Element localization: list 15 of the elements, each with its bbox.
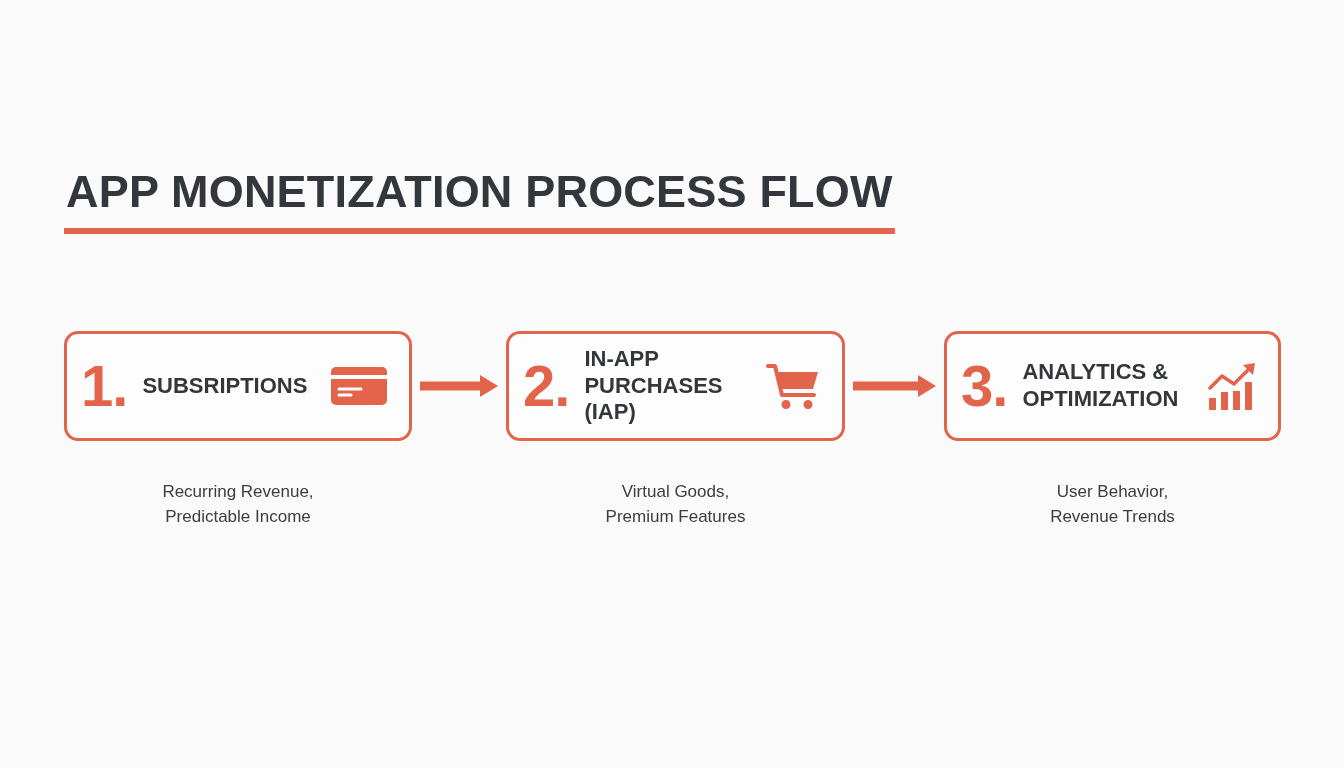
arrow [853,375,936,397]
step-number: 3. [961,357,1008,415]
diagram-title: APP MONETIZATION PROCESS FLOW [65,166,894,218]
step-number: 1. [81,357,128,415]
step-description: User Behavior, Revenue Trends [1049,481,1176,528]
step-title: IN-APP PURCHASES (IAP) [584,345,724,427]
step-box [506,331,845,441]
step-number: 2. [523,357,570,415]
step-title: ANALYTICS & OPTIMIZATION [1022,359,1180,413]
step-box [64,331,412,441]
step-box [944,331,1281,441]
step-description: Recurring Revenue, Predictable Income [161,481,315,528]
arrow [420,375,498,397]
step-title: SUBSRIPTIONS [142,372,308,400]
step-description: Virtual Goods, Premium Features [604,481,747,528]
